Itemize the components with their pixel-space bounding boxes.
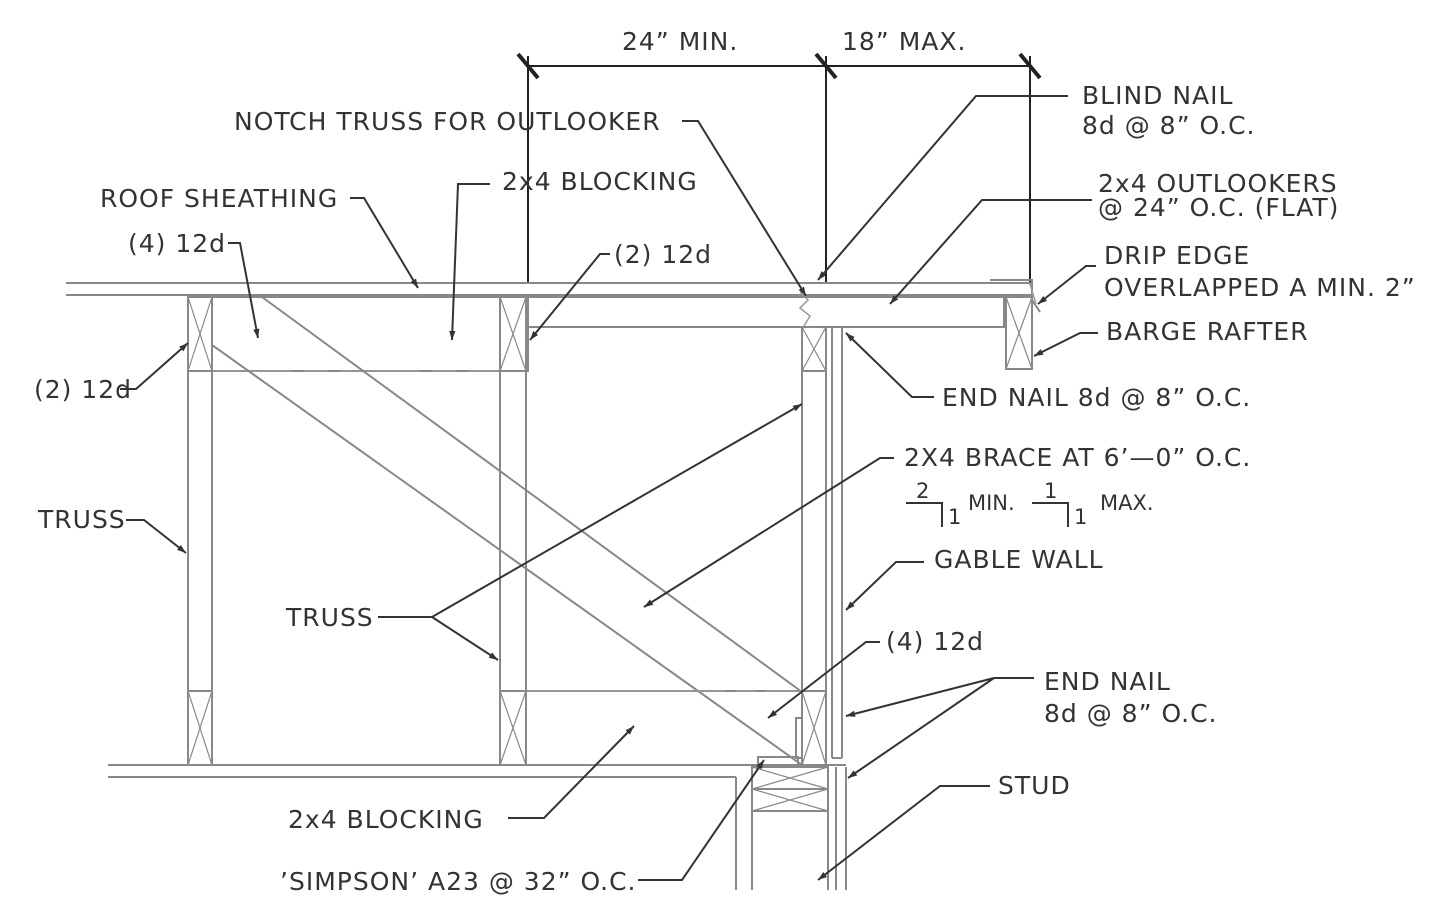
bottom-blocking xyxy=(525,690,803,766)
label-2-12d-left: (2) 12d xyxy=(34,375,132,404)
gable-wall xyxy=(831,327,843,759)
drip-edge xyxy=(990,279,1041,313)
label-outlookers-2: @ 24” O.C. (FLAT) xyxy=(1098,193,1339,222)
dim-24-min: 24” MIN. xyxy=(622,27,738,56)
label-4-12d-bottom: (4) 12d xyxy=(886,627,984,656)
label-blocking-bottom: 2x4 BLOCKING xyxy=(288,805,484,834)
top-blocking xyxy=(187,296,529,372)
dimension-lines xyxy=(516,52,1042,282)
outlooker xyxy=(527,296,1005,328)
stud xyxy=(735,767,847,890)
label-end-nail-bottom-2: 8d @ 8” O.C. xyxy=(1044,699,1218,728)
labels: 24” MIN. 18” MAX. NOTCH TRUSS FOR OUTLOO… xyxy=(34,27,1416,896)
slope-symbols xyxy=(906,502,1069,527)
label-end-nail-top: END NAIL 8d @ 8” O.C. xyxy=(942,383,1251,412)
leader-lines xyxy=(120,95,1098,881)
label-gable-wall: GABLE WALL xyxy=(934,545,1104,574)
left-truss xyxy=(187,296,213,766)
label-outlookers-1: 2x4 OUTLOOKERS xyxy=(1098,169,1338,198)
slope-max-rise: 1 xyxy=(1044,479,1057,503)
label-blind-nail-2: 8d @ 8” O.C. xyxy=(1082,111,1256,140)
barge-rafter xyxy=(1005,296,1033,370)
slope-min-label: MIN. xyxy=(968,491,1015,515)
label-truss-mid: TRUSS xyxy=(285,603,374,632)
dim-18-max: 18” MAX. xyxy=(842,27,966,56)
label-stud: STUD xyxy=(998,771,1071,800)
label-2-12d-top: (2) 12d xyxy=(614,240,712,269)
label-roof-sheathing: ROOF SHEATHING xyxy=(100,184,338,213)
label-blind-nail-1: BLIND NAIL xyxy=(1082,81,1233,110)
roof-sheathing xyxy=(66,282,1032,296)
slope-min-rise: 2 xyxy=(916,479,929,503)
ceiling-line xyxy=(108,717,846,778)
label-end-nail-bottom-1: END NAIL xyxy=(1044,667,1171,696)
label-drip-edge-2: OVERLAPPED A MIN. 2” xyxy=(1104,273,1416,302)
diagonal-braces xyxy=(211,296,803,766)
label-simpson: ’SIMPSON’ A23 @ 32” O.C. xyxy=(280,867,637,896)
label-barge-rafter: BARGE RAFTER xyxy=(1106,317,1309,346)
label-4-12d-top: (4) 12d xyxy=(128,229,226,258)
gable-truss xyxy=(798,291,827,766)
label-truss-left: TRUSS xyxy=(37,505,126,534)
label-notch-truss: NOTCH TRUSS FOR OUTLOOKER xyxy=(234,107,661,136)
slope-min-run: 1 xyxy=(948,505,961,529)
label-blocking-top: 2x4 BLOCKING xyxy=(502,167,698,196)
wall-top-plate xyxy=(751,766,829,812)
middle-truss xyxy=(499,296,527,766)
slope-max-label: MAX. xyxy=(1100,491,1154,515)
slope-max-run: 1 xyxy=(1074,505,1087,529)
label-drip-edge-1: DRIP EDGE xyxy=(1104,241,1250,270)
label-brace: 2X4 BRACE AT 6’—0” O.C. xyxy=(904,443,1251,472)
